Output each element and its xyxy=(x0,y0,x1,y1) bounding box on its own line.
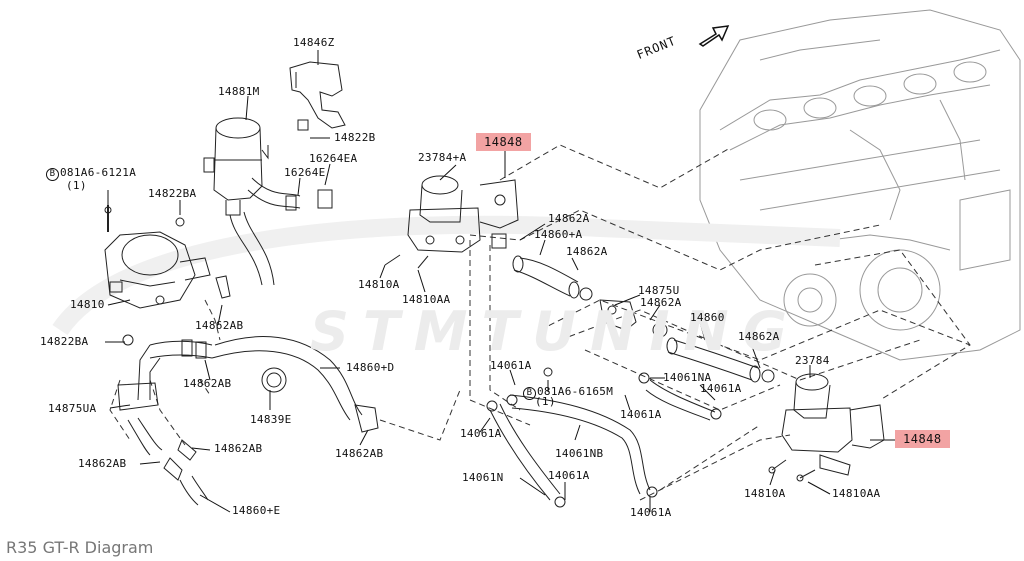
label-14862AB-b[interactable]: 14862AB xyxy=(183,377,232,390)
hose-14061-drawing xyxy=(486,367,722,508)
air-pump-14810-drawing xyxy=(104,205,211,309)
filter-14881M-drawing xyxy=(203,117,269,216)
label-14810[interactable]: 14810 xyxy=(70,298,105,311)
label-081A6-6121A-text: 081A6-6121A xyxy=(60,166,137,179)
valve-23784A-drawing xyxy=(384,175,519,269)
label-081A6-6165M-text: 081A6-6165M xyxy=(537,385,614,398)
hose-14862AB-top xyxy=(215,177,333,299)
label-14860E[interactable]: 14860+E xyxy=(232,504,281,517)
label-14860[interactable]: 14860 xyxy=(690,311,725,324)
label-14822B[interactable]: 14822B xyxy=(334,131,376,144)
front-arrow-icon xyxy=(698,25,730,47)
label-14810AA-right[interactable]: 14810AA xyxy=(832,487,881,500)
label-14860A[interactable]: 14860+A xyxy=(534,228,583,241)
label-14061A-f[interactable]: 14061A xyxy=(630,506,672,519)
label-14846Z[interactable]: 14846Z xyxy=(293,36,335,49)
bracket-14846Z-drawing xyxy=(289,61,346,131)
label-23784[interactable]: 23784 xyxy=(795,354,830,367)
label-14810A-left[interactable]: 14810A xyxy=(358,278,400,291)
label-081A6-6165M-qty: (1) xyxy=(535,395,556,408)
label-14810A-right[interactable]: 14810A xyxy=(744,487,786,500)
label-14822BA-mid[interactable]: 14822BA xyxy=(40,335,89,348)
label-14061A-c[interactable]: 14061A xyxy=(620,408,662,421)
bolt-symbol-icon: B xyxy=(523,387,536,400)
engine-block-outline xyxy=(699,9,1021,361)
label-14862A-c[interactable]: 14862A xyxy=(640,296,682,309)
label-14061A-a[interactable]: 14061A xyxy=(490,359,532,372)
label-14862AB-c[interactable]: 14862AB xyxy=(335,447,384,460)
watermark-text: STMTUNING xyxy=(310,300,801,363)
label-16264E[interactable]: 16264E xyxy=(284,166,326,179)
diagram-caption: R35 GT-R Diagram xyxy=(6,538,154,557)
bolt-symbol-icon: B xyxy=(46,168,59,181)
label-14862A-b[interactable]: 14862A xyxy=(566,245,608,258)
hose-14860D xyxy=(137,336,379,433)
label-14875U[interactable]: 14875U xyxy=(638,284,680,297)
label-14061NB[interactable]: 14061NB xyxy=(555,447,604,460)
hose-14860E-drawing xyxy=(163,439,209,506)
highlight-label-14848-top[interactable]: 14848 xyxy=(476,133,531,151)
label-14061NA[interactable]: 14061NA xyxy=(663,371,712,384)
label-14822BA-top[interactable]: 14822BA xyxy=(148,187,197,200)
highlight-label-14848-right[interactable]: 14848 xyxy=(895,430,950,448)
hose-14860A-drawing xyxy=(491,233,593,301)
hose-14860-drawing xyxy=(666,337,775,383)
dashed-connection-lines xyxy=(109,144,971,501)
label-081A6-6121A-qty: (1) xyxy=(66,179,87,192)
bolt-14810A-right-drawing xyxy=(768,459,816,482)
fitting-14875U-drawing xyxy=(599,299,668,338)
label-14061A-d[interactable]: 14061A xyxy=(460,427,502,440)
label-16264EA[interactable]: 16264EA xyxy=(309,152,358,165)
leader-lines xyxy=(105,50,895,513)
label-23784A[interactable]: 23784+A xyxy=(418,151,467,164)
label-14862A-d[interactable]: 14862A xyxy=(738,330,780,343)
label-14061A-e[interactable]: 14061A xyxy=(548,469,590,482)
label-14881M[interactable]: 14881M xyxy=(218,85,260,98)
label-14061A-b[interactable]: 14061A xyxy=(700,382,742,395)
label-14839E[interactable]: 14839E xyxy=(250,413,292,426)
label-14862A-a[interactable]: 14862A xyxy=(548,212,590,225)
label-14875UA[interactable]: 14875UA xyxy=(48,402,97,415)
valve-23784-drawing xyxy=(781,373,885,476)
bracket-14875UA-drawing xyxy=(117,334,163,456)
label-14860D[interactable]: 14860+D xyxy=(346,361,395,374)
label-14862AB-e[interactable]: 14862AB xyxy=(78,457,127,470)
label-14862AB-d[interactable]: 14862AB xyxy=(214,442,263,455)
label-14810AA-left[interactable]: 14810AA xyxy=(402,293,451,306)
label-14061N[interactable]: 14061N xyxy=(462,471,504,484)
label-14862AB-a[interactable]: 14862AB xyxy=(195,319,244,332)
watermark-swoosh xyxy=(52,215,841,336)
seal-14839E-drawing xyxy=(261,367,287,393)
